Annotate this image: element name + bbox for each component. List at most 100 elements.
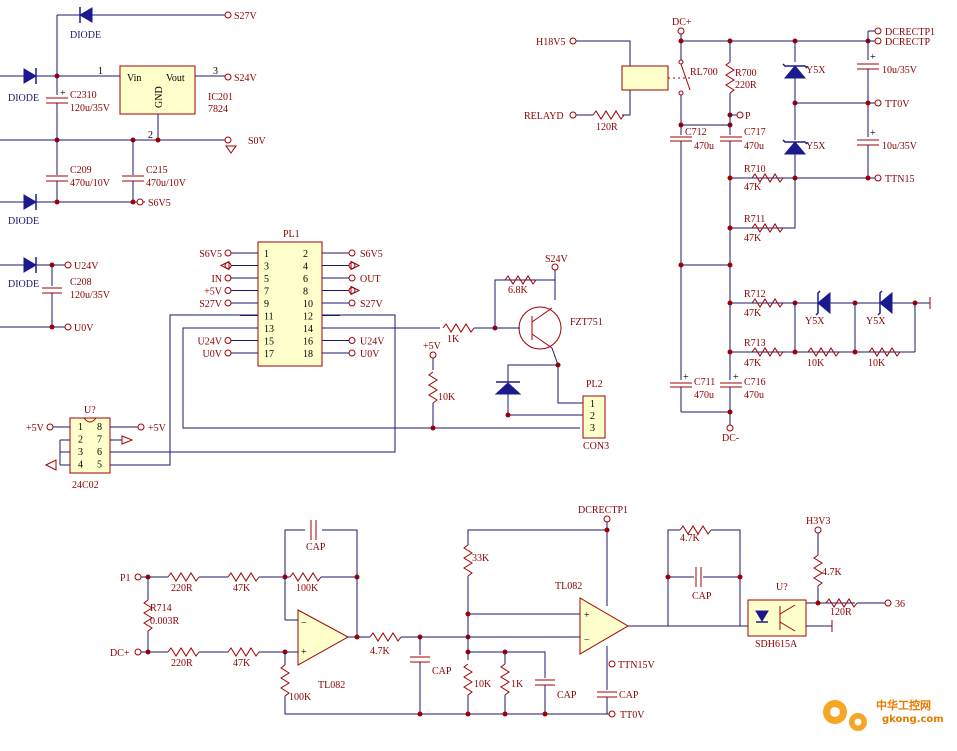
- pl1-pin-left: 1: [264, 249, 269, 260]
- svg-text:120R: 120R: [830, 607, 852, 618]
- svg-text:47K: 47K: [744, 182, 762, 193]
- svg-text:Y5X: Y5X: [805, 316, 825, 327]
- svg-text:+: +: [870, 52, 876, 63]
- net-s6v5: S6V5: [148, 198, 171, 209]
- svg-text:CAP: CAP: [306, 542, 326, 553]
- svg-text:C717: C717: [744, 127, 766, 138]
- net-s24v: S24V: [234, 73, 258, 84]
- ground-symbol-icon: [225, 145, 237, 154]
- diode-left1-icon: [23, 68, 37, 84]
- svg-text:10u/35V: 10u/35V: [882, 65, 918, 76]
- net-ttn15v: TTN15V: [618, 660, 655, 671]
- svg-text:470u: 470u: [694, 390, 714, 401]
- svg-text:Y5X: Y5X: [806, 141, 826, 152]
- pl1-net-left: +5V: [204, 287, 223, 298]
- svg-text:CAP: CAP: [692, 591, 712, 602]
- svg-text:470u: 470u: [694, 141, 714, 152]
- pl1-net-left: S6V5: [199, 249, 222, 260]
- svg-text:100K: 100K: [289, 692, 312, 703]
- svg-text:220R: 220R: [171, 583, 193, 594]
- diode-left3-icon: [23, 257, 37, 273]
- eeprom-pin-right: 5: [97, 460, 102, 471]
- svg-text:Vin: Vin: [127, 73, 141, 84]
- svg-text:CAP: CAP: [619, 690, 639, 701]
- svg-text:33K: 33K: [472, 553, 490, 564]
- svg-text:10K: 10K: [868, 358, 886, 369]
- svg-text:C716: C716: [744, 377, 766, 388]
- pl2-name: PL2: [586, 379, 603, 390]
- svg-text:CAP: CAP: [432, 666, 452, 677]
- svg-text:R714: R714: [150, 603, 172, 614]
- svg-text:47K: 47K: [744, 233, 762, 244]
- flyback-diode-icon: [494, 382, 522, 395]
- relay-name: RL700: [690, 67, 718, 78]
- eeprom-pin-left: 2: [78, 435, 83, 446]
- pl1-net-left: S27V: [199, 299, 223, 310]
- svg-text:470u/10V: 470u/10V: [70, 178, 111, 189]
- pl1-pin-right: 6: [303, 274, 308, 285]
- pl1-connector: PL1: [257, 229, 323, 367]
- transistor-fzt751-icon: [518, 306, 562, 350]
- net-dcrectp1-b: DCRECTP1: [578, 505, 628, 516]
- svg-text:R710: R710: [744, 164, 766, 175]
- svg-text:220R: 220R: [171, 658, 193, 669]
- net-dcminus: DC-: [722, 433, 739, 444]
- svg-text:1: 1: [98, 66, 103, 77]
- net-dcplus: DC+: [672, 17, 692, 28]
- eeprom-ref: U?: [84, 405, 96, 416]
- svg-text:10K: 10K: [807, 358, 825, 369]
- svg-text:470u: 470u: [744, 390, 764, 401]
- zener-y5x-4-icon: [879, 291, 893, 315]
- pl1-net-right: S6V5: [360, 249, 383, 260]
- net-s0v: S0V: [248, 136, 267, 147]
- net-s27v-port: [224, 11, 232, 19]
- net-tt0v-b: TT0V: [620, 710, 645, 721]
- svg-text:−: −: [584, 635, 590, 646]
- net-h3v3: H3V3: [806, 516, 830, 527]
- svg-text:120R: 120R: [596, 122, 618, 133]
- svg-text:47K: 47K: [233, 583, 251, 594]
- pl1-pin-right: 10: [303, 299, 313, 310]
- diode-left2-icon: [23, 194, 37, 210]
- pl1-pin-left: 5: [264, 274, 269, 285]
- svg-text:3: 3: [213, 66, 218, 77]
- svg-text:+: +: [683, 372, 689, 383]
- pl1-net-left: IN: [211, 274, 222, 285]
- pl1-pin-left: 9: [264, 299, 269, 310]
- pl2-type: CON3: [583, 441, 609, 452]
- pl1-name: PL1: [283, 229, 300, 240]
- net-ttn15: TTN15: [885, 174, 914, 185]
- svg-text:DIODE: DIODE: [8, 279, 39, 290]
- pl1-net-left: U0V: [203, 349, 223, 360]
- net-dcrectp: DCRECTP: [885, 37, 930, 48]
- svg-text:−: −: [301, 618, 307, 629]
- transistor-name: FZT751: [570, 317, 603, 328]
- svg-text:4.7K: 4.7K: [822, 567, 843, 578]
- pl2-pin: 1: [590, 399, 595, 410]
- svg-text:47K: 47K: [744, 358, 762, 369]
- regulator-7824: [119, 65, 196, 115]
- svg-text:C208: C208: [70, 277, 92, 288]
- svg-text:100K: 100K: [296, 583, 319, 594]
- svg-text:R711: R711: [744, 214, 765, 225]
- eeprom-pin-right: 7: [97, 435, 102, 446]
- eeprom-pin-right: 8: [97, 422, 102, 433]
- current-sense-section: P1 DC+ R714 0.003R 220R 47K 220R 47K CAP…: [110, 505, 905, 721]
- zener-y5x-1-icon: [783, 65, 807, 79]
- eeprom-24c02: U? 24C02 +5V +5V: [26, 405, 167, 491]
- svg-text:+: +: [301, 647, 307, 658]
- pl1-pin-right: 4: [303, 262, 308, 273]
- zener-y5x-3-icon: [817, 291, 831, 315]
- net-out36: 36: [895, 599, 905, 610]
- svg-text:GND: GND: [154, 86, 165, 108]
- ic201-name: IC201: [208, 92, 233, 103]
- svg-text:10K: 10K: [474, 679, 492, 690]
- eeprom-pin-left: 4: [78, 460, 83, 471]
- svg-text:6.8K: 6.8K: [508, 285, 529, 296]
- eeprom-pin-left: 3: [78, 447, 83, 458]
- svg-text:220R: 220R: [735, 80, 757, 91]
- pl1-wiring: [110, 314, 580, 466]
- pl1-net-right: OUT: [360, 274, 381, 285]
- svg-text:+: +: [733, 372, 739, 383]
